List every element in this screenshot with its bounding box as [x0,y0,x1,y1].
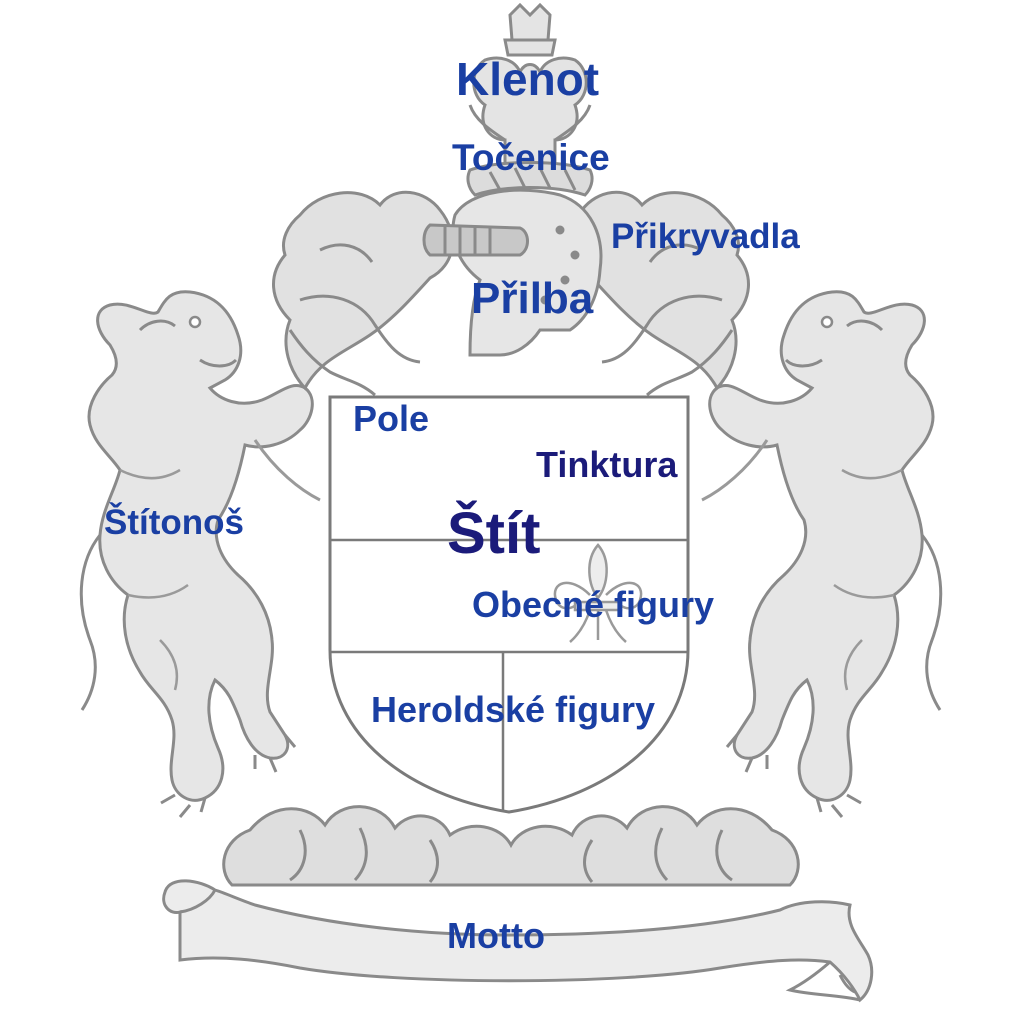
label-stitonos: Štítonoš [104,503,244,542]
right-supporter-lion [700,290,943,819]
label-prikryvadla: Přikryvadla [611,217,800,256]
label-obecne-figury: Obecné figury [472,584,715,625]
torse [466,161,594,197]
crest-eagle [468,2,592,172]
label-tocenice: Točenice [452,137,610,178]
motto-scroll [162,879,874,1003]
label-motto: Motto [447,915,545,956]
helmet [422,188,603,357]
label-klenot: Klenot [456,53,600,105]
left-supporter-lion [79,290,322,819]
label-tinktura: Tinktura [536,444,678,485]
label-pole: Pole [353,398,430,439]
fleur-de-lis-icon [553,543,643,643]
mantling [272,190,750,397]
label-stit: Štít [447,501,541,566]
label-prilba: Přilba [471,274,594,323]
compartment-foliage [222,805,800,887]
label-heroldske-figury: Heroldské figury [371,689,656,730]
shield [328,395,690,814]
